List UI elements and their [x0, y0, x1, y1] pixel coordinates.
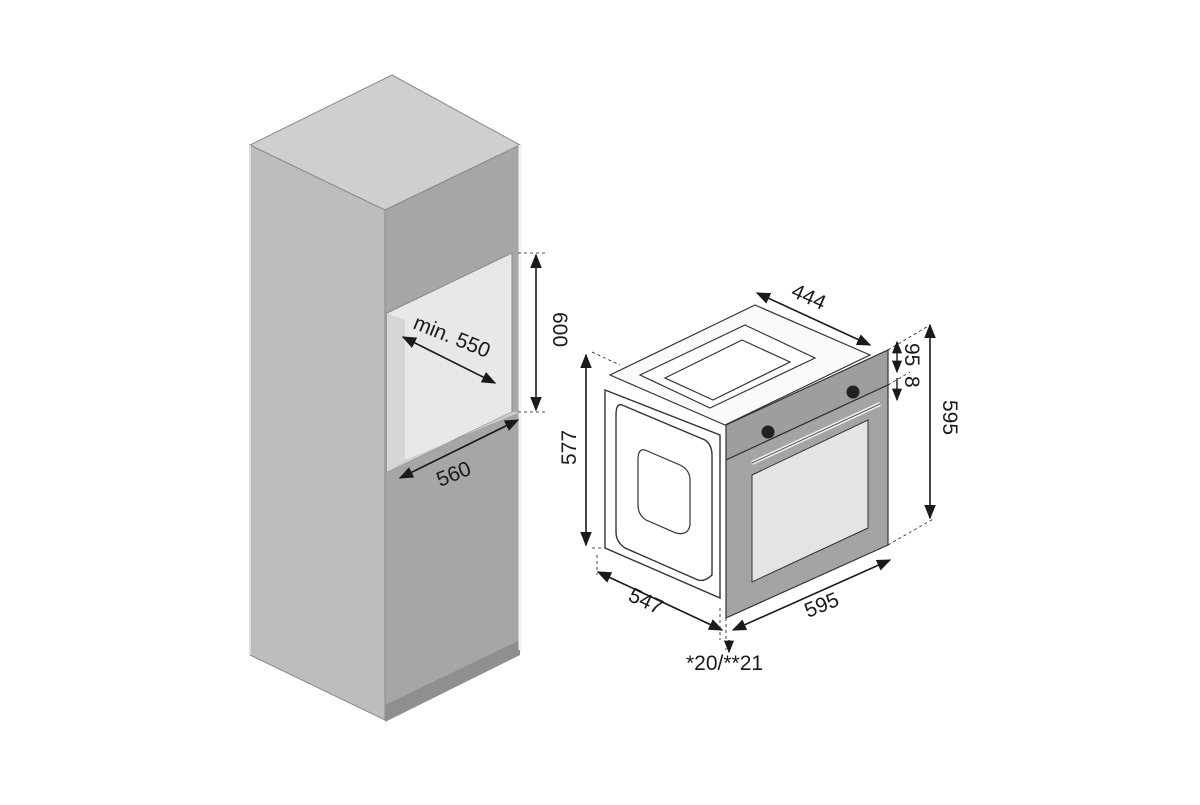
dim-line-front-width: [731, 559, 892, 631]
tall-cabinet: [248, 74, 522, 722]
oven-window: [751, 419, 869, 583]
dim-line-niche-depth: [398, 419, 520, 479]
label-body-depth: 547: [625, 584, 666, 620]
cabinet-side-panel: [249, 144, 386, 721]
label-panel-height: 95: [900, 343, 923, 366]
cabinet-plinth: [385, 640, 520, 722]
label-front-height: 595: [938, 400, 961, 435]
oven: [604, 304, 889, 619]
niche-inner-wall: [387, 313, 405, 472]
dim-line-niche-width: [401, 336, 497, 384]
label-front-width: 595: [801, 588, 842, 622]
label-front-thickness: *20/**21: [686, 652, 763, 675]
dim-line-body-depth: [596, 571, 724, 631]
label-panel-gap: 8: [900, 376, 923, 388]
dim-line-top-depth: [755, 292, 872, 346]
oven-knob-left: [761, 425, 775, 439]
label-body-height: 577: [558, 430, 581, 465]
oven-knob-right: [846, 385, 860, 399]
label-niche-height: 600: [548, 312, 571, 347]
